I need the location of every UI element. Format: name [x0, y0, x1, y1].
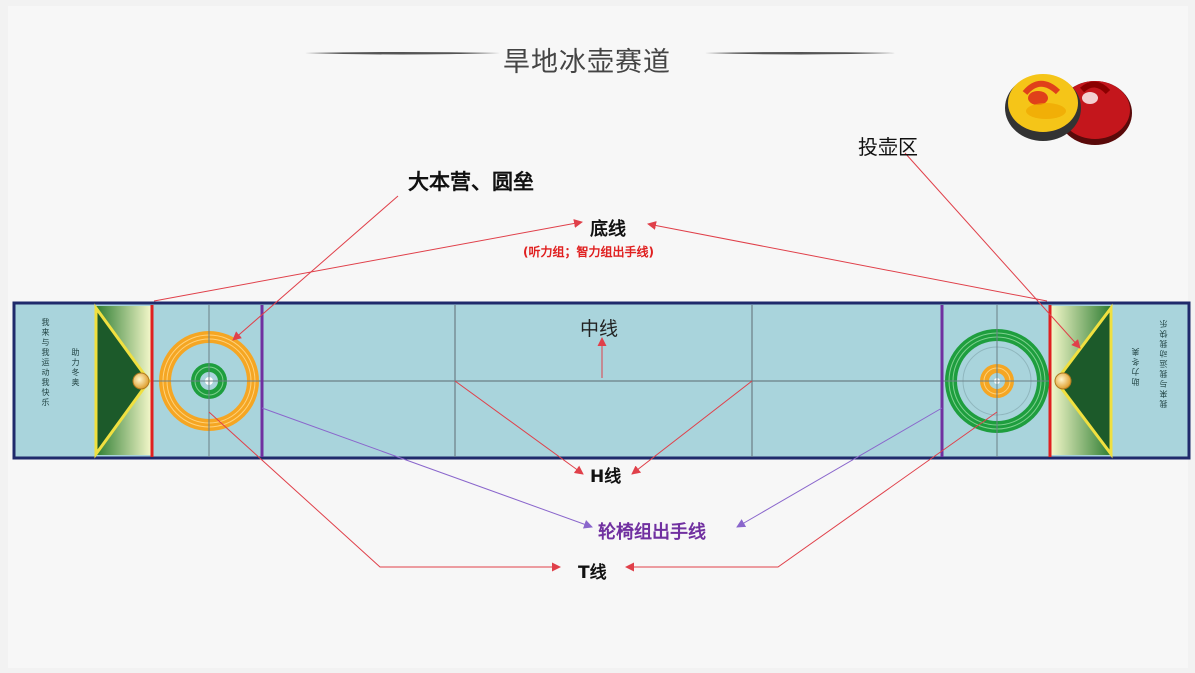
curling-stones-icon: [1005, 74, 1132, 145]
left-delivery-triangle: [94, 303, 151, 459]
right-ball: [1054, 372, 1072, 390]
wheelchair-line-label: 轮椅组出手线: [598, 522, 706, 543]
center-line-label: 中线: [580, 318, 619, 340]
delivery-area-label: 投壶区: [858, 135, 918, 159]
lane-slogan-right-outer: 我来与我运动我快乐: [1159, 318, 1168, 408]
right-delivery-triangle: [1054, 303, 1113, 459]
lane-slogan-left-inner: 助力冬奥: [71, 348, 80, 388]
lane-slogan-left-outer: 我来与我运动我快乐: [41, 318, 50, 408]
lane-slogan-right-inner: 助力冬奥: [1131, 346, 1140, 386]
back-line-label: 底线: [590, 219, 626, 240]
h-line-label: H线: [590, 467, 622, 487]
back-line-note: (听力组；智力组出手线): [523, 245, 654, 259]
left-ball: [132, 372, 150, 390]
t-line-label: T线: [578, 563, 607, 583]
title-decoration: [305, 52, 895, 55]
right-house: [945, 329, 1049, 433]
house-label: 大本营、圆垒: [408, 170, 534, 194]
page-title: 旱地冰壶赛道: [503, 47, 671, 78]
curling-lane: [12, 301, 1191, 460]
annotation-arrows: [153, 152, 1081, 572]
left-house: [159, 331, 259, 431]
